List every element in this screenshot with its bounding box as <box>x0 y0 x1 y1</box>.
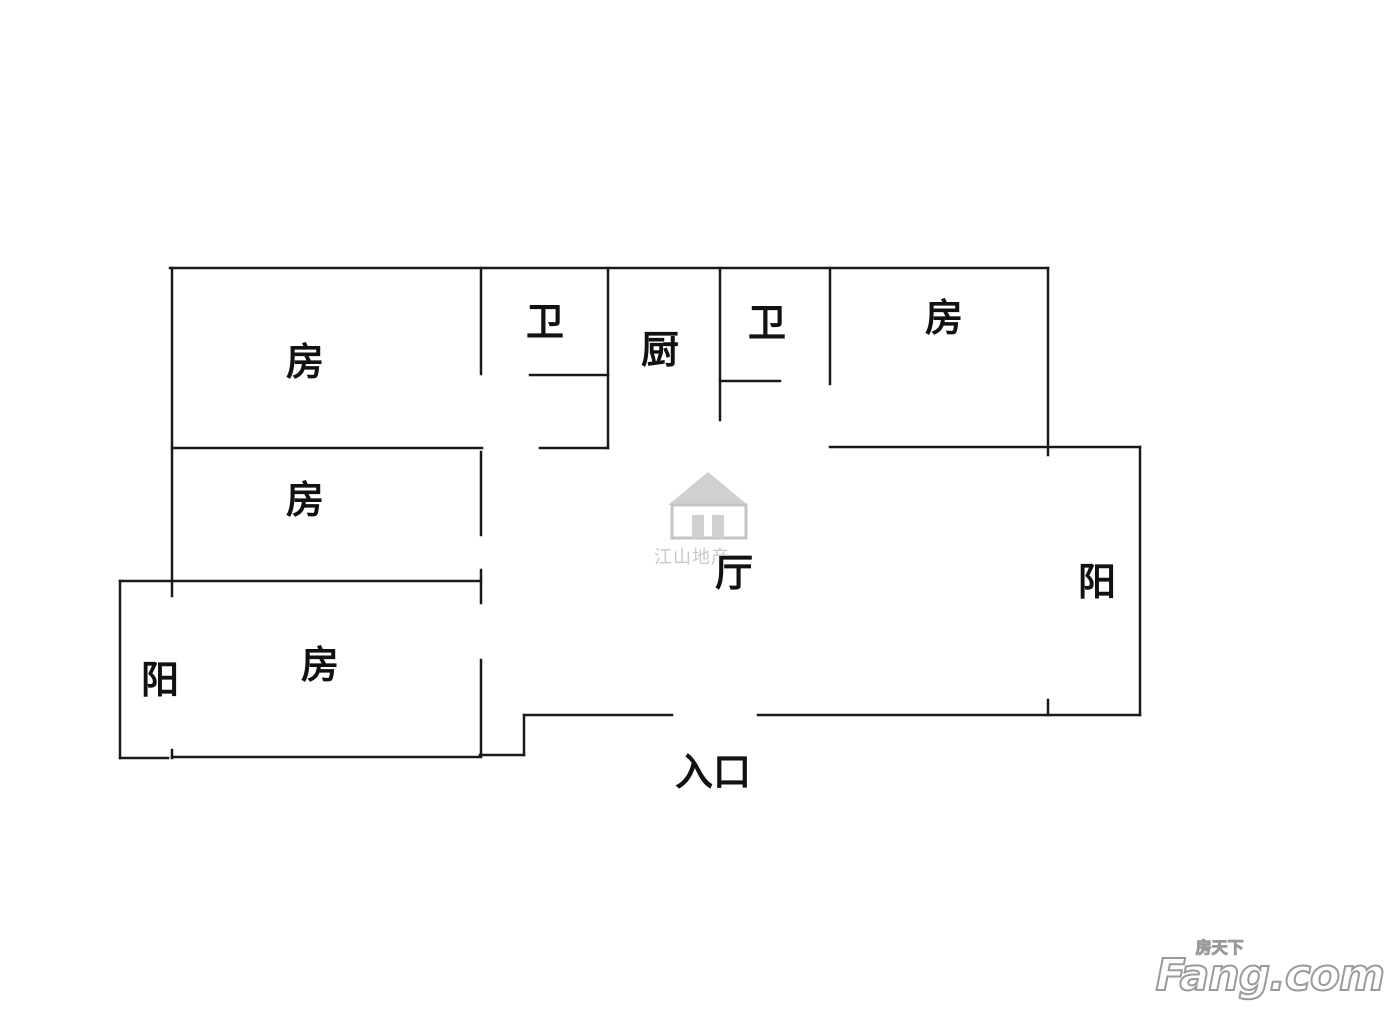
room-label: 房 <box>300 643 340 687</box>
house-icon <box>668 472 748 540</box>
balcony-label: 阳 <box>140 658 180 702</box>
room-label: 房 <box>285 478 325 522</box>
walls <box>118 266 1142 760</box>
watermark-text: 江山地产 <box>654 547 730 568</box>
bathroom-label: 卫 <box>525 300 565 344</box>
kitchen-label: 厨 <box>640 328 680 372</box>
brand-subtitle: 房天下 <box>1195 938 1244 958</box>
entrance-label: 入口 <box>674 750 752 794</box>
brand-logo: 房天下 Fang.com <box>1155 938 1386 1003</box>
room-label: 房 <box>285 340 325 384</box>
balcony-label: 阳 <box>1077 560 1117 604</box>
bathroom-label: 卫 <box>747 301 787 345</box>
living-room-label: 厅 <box>714 551 754 595</box>
room-label: 房 <box>924 296 964 340</box>
brand-name: Fang.com <box>1155 949 1386 1002</box>
